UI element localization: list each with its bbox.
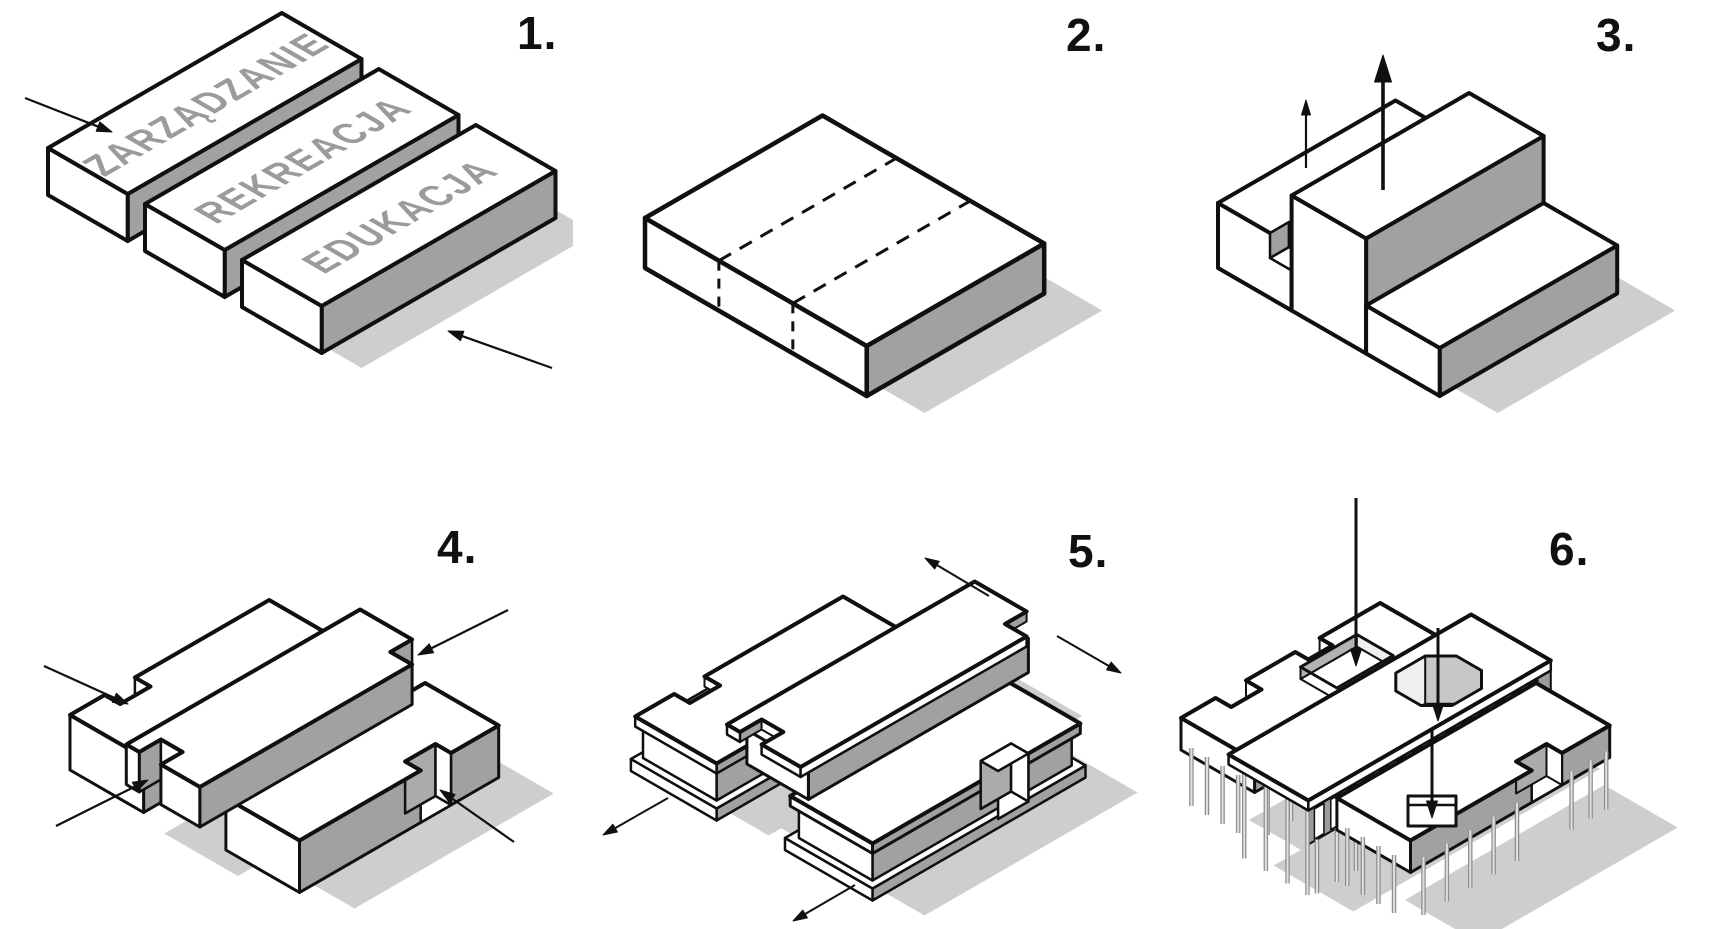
step-4-drawing: [43, 598, 554, 909]
box-face-top: [240, 123, 558, 308]
octagon-hole-outline: [1394, 654, 1483, 707]
box-face-top: [1364, 201, 1620, 350]
push-arrow-ne-line: [430, 609, 509, 650]
step-6-number: 6.: [1549, 523, 1590, 575]
slide-arrow-s-head-icon: [792, 909, 808, 922]
step-5-drawing: [602, 557, 1138, 922]
ground-shadow: [1404, 785, 1678, 929]
step-3-number: 3.: [1596, 9, 1637, 61]
push-arrow-ne-head-icon: [417, 643, 435, 656]
ground-shadow: [280, 751, 554, 909]
box-face-top: [642, 113, 1047, 349]
box-face-top: [223, 681, 501, 843]
notch-top: [979, 742, 1030, 773]
box-face-top: [143, 67, 461, 252]
slide-arrow-e-line: [1056, 635, 1110, 667]
roof-plate-top: [1226, 612, 1553, 803]
slide-arrow-s-line: [804, 884, 856, 915]
step-3-drawing: [1216, 54, 1676, 413]
box-face-top: [725, 579, 1029, 769]
box-face-top: [1289, 91, 1546, 241]
site-arrow-se-line: [461, 334, 553, 370]
step-4-number: 4.: [437, 521, 478, 573]
step-2-number: 2.: [1066, 9, 1107, 61]
site-arrow-nw-line: [24, 96, 99, 128]
drop-arrow-octagon-head-icon: [1432, 703, 1444, 722]
push-arrow-nw-line: [43, 664, 115, 699]
colonnade-column: [1313, 802, 1325, 840]
step-6-drawing: [1179, 498, 1678, 929]
drop-arrow-courtyard-head-icon: [1350, 648, 1362, 667]
slide-arrow-w-head-icon: [602, 823, 618, 836]
slide-arrow-e-head-icon: [1106, 661, 1122, 674]
division-dashed-line: [792, 199, 972, 305]
site-arrow-se-head-icon: [447, 330, 465, 342]
lift-arrow-big-head-icon: [1374, 54, 1392, 83]
push-arrow-nw-head-icon: [111, 692, 129, 705]
push-arrow-sw-line: [55, 785, 136, 827]
push-arrow-se-line: [451, 797, 515, 843]
push-arrow-sw-head-icon: [131, 779, 149, 792]
slide-arrow-ne-line: [936, 564, 990, 597]
box-face-top: [46, 11, 364, 196]
division-dashed-line: [718, 156, 898, 262]
lift-arrow-small-head-icon: [1301, 99, 1311, 116]
drop-arrow-pavilion-head-icon: [1426, 800, 1438, 819]
site-arrow-nw-head-icon: [95, 121, 113, 133]
slide-arrow-ne-head-icon: [924, 557, 940, 570]
step-2-drawing: [642, 113, 1103, 413]
step-1-number: 1.: [517, 7, 558, 59]
courtyard-outline: [1299, 633, 1395, 690]
push-arrow-se-head-icon: [439, 789, 456, 804]
slide-arrow-w-line: [614, 797, 669, 829]
box-face-top: [124, 607, 415, 789]
step-5-number: 5.: [1068, 525, 1109, 577]
